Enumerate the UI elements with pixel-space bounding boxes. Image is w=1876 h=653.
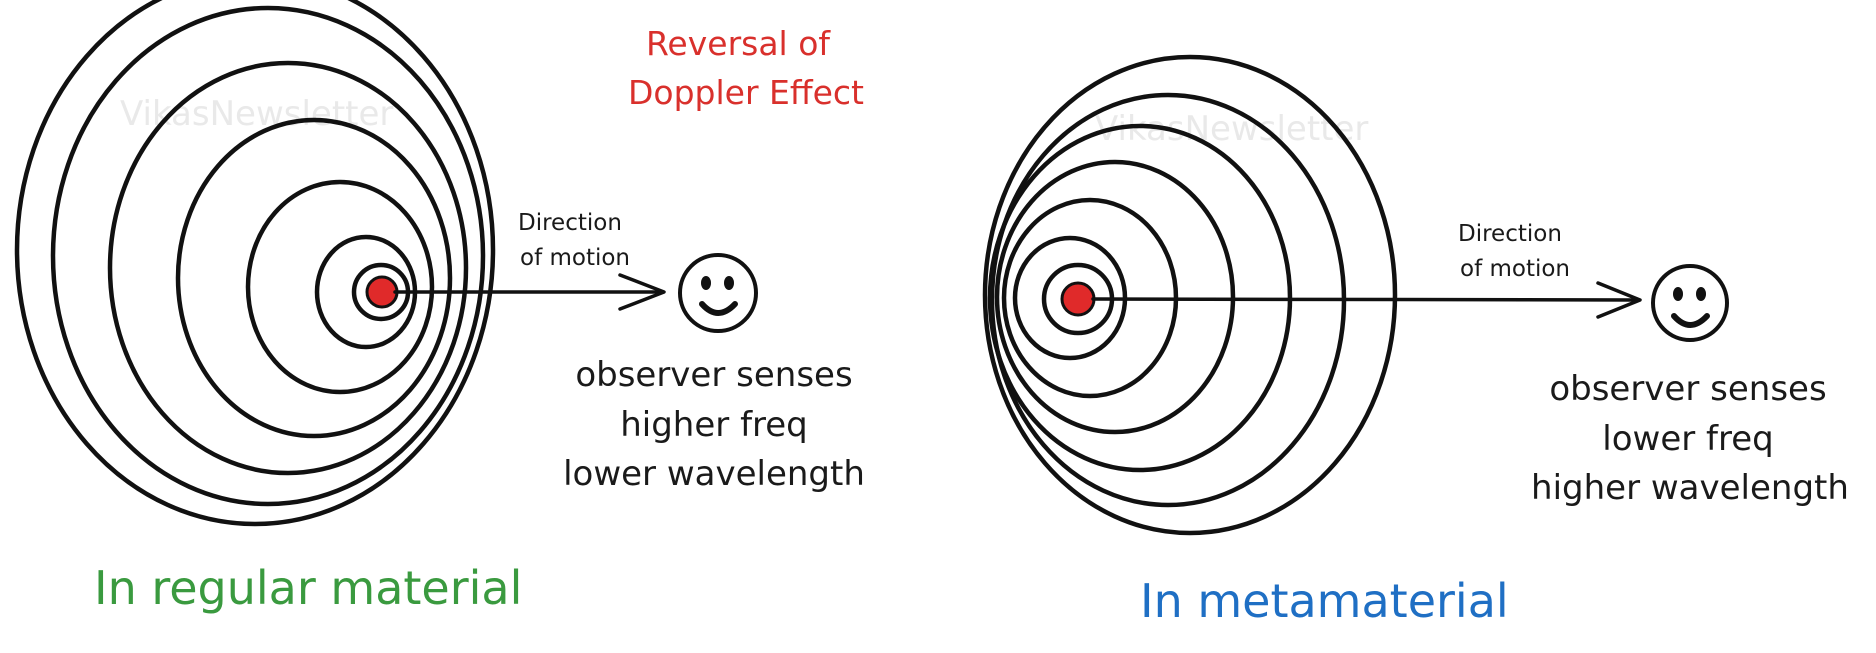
title-line-1: Reversal of [646,24,831,63]
right-source-dot [1060,281,1096,317]
left-source-dot [365,275,399,309]
watermark-right: VikasNewsletter [1095,109,1368,149]
title-line-2: Doppler Effect [628,73,864,112]
right-ring-4 [994,159,1236,435]
right-direction-line-1: Direction [1458,221,1562,247]
watermark-left: VikasNewsletter [120,94,393,134]
left-ring-4 [175,117,453,439]
left-observer-line-1: observer senses [575,355,852,395]
right-arrow [1091,281,1642,319]
left-arrow [393,273,666,311]
left-observer-line-3: lower wavelength [563,454,865,494]
right-direction-line-2: of motion [1460,256,1570,282]
right-observer-line-1: observer senses [1549,369,1826,409]
right-observer-line-2: lower freq [1602,419,1773,459]
left-caption: In regular material [94,561,522,615]
left-observer-icon [678,253,758,333]
left-observer-line-2: higher freq [620,405,808,445]
left-ring-5 [245,179,435,395]
right-observer-icon [1651,264,1729,342]
left-ring-3 [107,60,469,476]
left-wavefronts [14,0,496,527]
left-direction-line-2: of motion [520,245,630,271]
right-ring-1 [982,54,1398,536]
right-observer-line-3: higher wavelength [1531,468,1849,508]
left-direction-line-1: Direction [518,210,622,236]
left-ring-1 [14,0,496,527]
left-ring-2 [50,5,486,507]
right-caption: In metamaterial [1140,574,1509,628]
